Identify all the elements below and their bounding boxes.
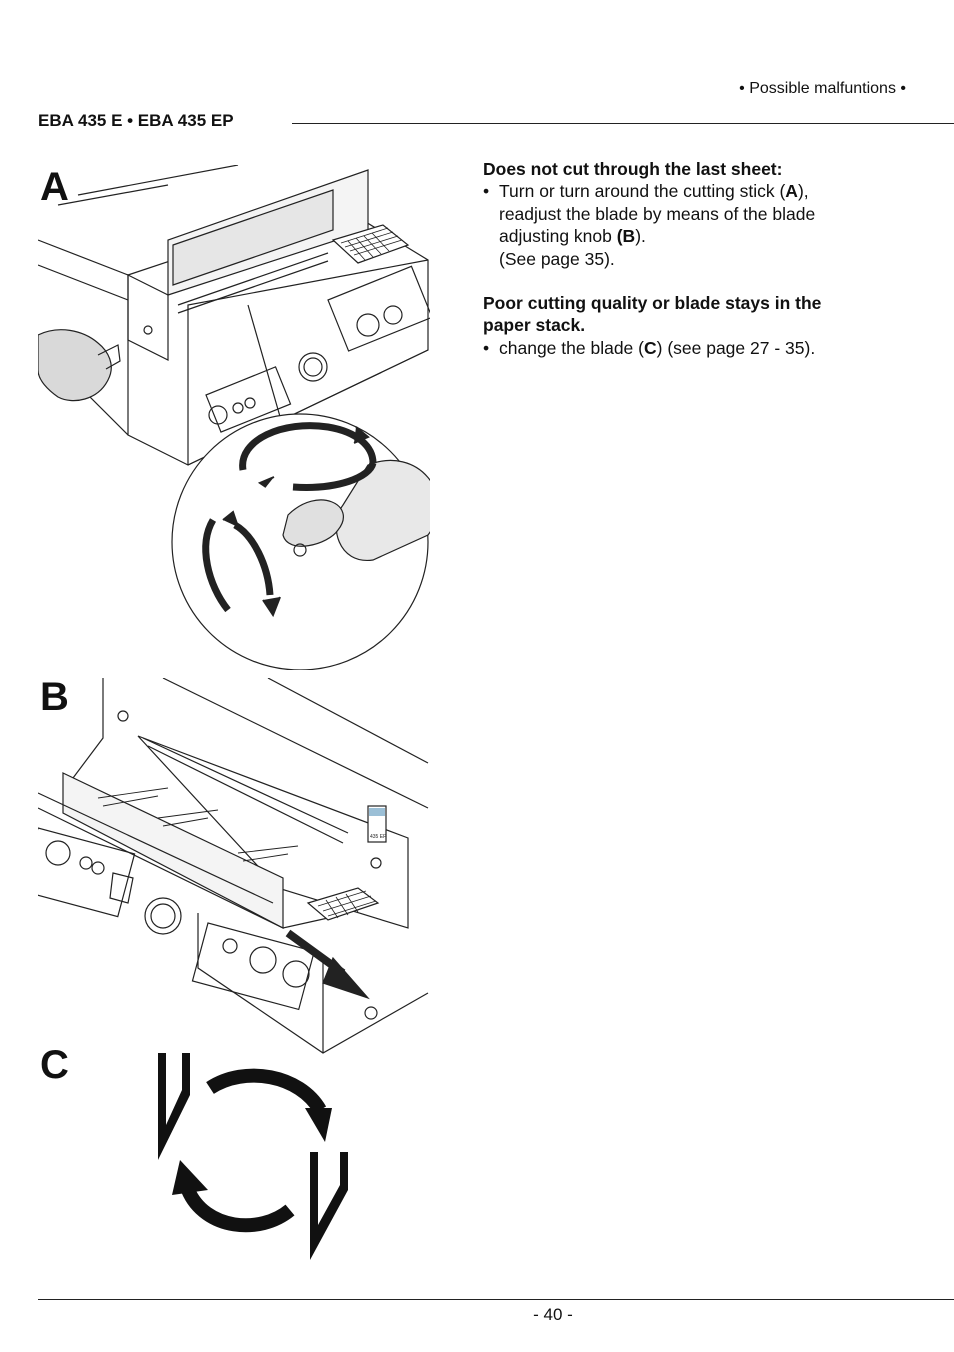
issue-1-title: Does not cut through the last sheet:: [483, 159, 783, 179]
text-run: readjust the blade by means of the blade: [499, 203, 816, 224]
model-heading: EBA 435 E • EBA 435 EP: [38, 111, 234, 130]
text-run: ).: [635, 226, 646, 247]
issue-2-bullet-item: • change the blade (C) (see page 27 - 35…: [483, 337, 903, 359]
ref-letter: A: [785, 181, 798, 202]
issue-2-line-1: change the blade (C) (see page 27 - 35).: [499, 337, 903, 359]
text-run: Turn or turn around the cutting stick (: [499, 181, 786, 202]
figure-b-illustration: 435 EP: [38, 678, 429, 1054]
footer-rule: [38, 1299, 954, 1300]
issue-1-line-1: Turn or turn around the cutting stick (A…: [499, 180, 903, 202]
bullet-icon: •: [483, 337, 490, 358]
issue-1-line-2: readjust the blade by means of the blade: [499, 203, 903, 225]
text-run: adjusting knob: [499, 226, 617, 247]
text-run: paper stack.: [483, 315, 586, 336]
page-number: - 40 -: [533, 1305, 573, 1324]
malfunction-text: Does not cut through the last sheet: • T…: [483, 158, 903, 359]
figure-a-illustration: [38, 165, 430, 670]
figure-c-illustration: [158, 1053, 348, 1260]
text-run: change the blade (: [499, 337, 644, 358]
ref-letter: (B: [616, 226, 636, 247]
issue-1-bullet-item: • Turn or turn around the cutting stick …: [483, 180, 903, 270]
panel-badge-text: 435 EP: [370, 834, 387, 840]
bullet-icon: •: [483, 181, 490, 202]
text-run: (See page 35).: [499, 248, 615, 269]
header-rule: [292, 123, 954, 124]
text-run: ),: [797, 181, 809, 202]
text-run: ) (see page 27 - 35).: [656, 337, 816, 358]
ref-letter: C: [643, 337, 657, 358]
text-run: Poor cutting quality or blade stays in t…: [483, 293, 822, 314]
issue-1-line-3: adjusting knob (B).: [499, 225, 903, 247]
issue-1-line-4: (See page 35).: [499, 248, 903, 270]
figure-b-label: B: [40, 675, 69, 719]
figure-a-label: A: [40, 165, 69, 209]
issue-2-title: Poor cutting quality or blade stays in t…: [483, 292, 903, 337]
section-title: • Possible malfuntions •: [739, 80, 906, 97]
figure-c-label: C: [40, 1043, 69, 1087]
